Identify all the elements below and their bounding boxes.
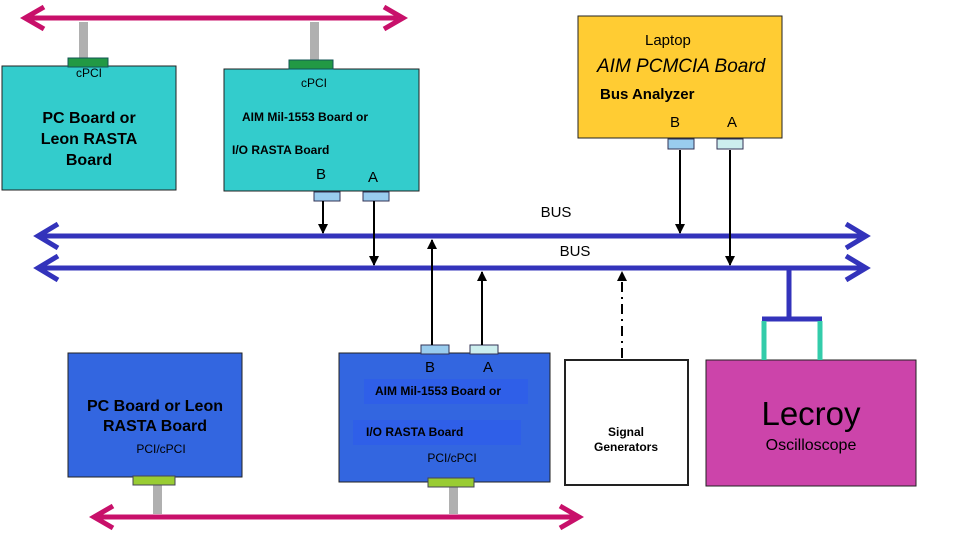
connection-arrows (318, 150, 735, 358)
pc-board-top-title-line: Leon RASTA (40, 131, 138, 148)
aim-board-bottom-connector (427, 477, 475, 488)
pc-board-top-title: PC Board or Leon RASTA Board (41, 108, 138, 171)
lecroy-box (705, 359, 917, 487)
pc-board-bottom-title-line: RASTA Board (102, 418, 207, 435)
laptop-label: Laptop (645, 32, 691, 49)
laptop-analyzer-label: Bus Analyzer (600, 86, 695, 103)
aim-board-bottom-port-a (469, 344, 499, 355)
pc-board-bottom-stem (153, 484, 162, 514)
bus-label-1: BUS (540, 204, 572, 221)
pc-board-top-box (1, 65, 177, 191)
aim-board-top-box (223, 68, 420, 192)
aim-board-top-stem (310, 22, 319, 62)
pc-board-top-title-line: Board (65, 152, 113, 169)
aim-board-bottom-connector-label: PCI/cPCI (427, 451, 477, 465)
pc-board-bottom-connector (132, 475, 176, 486)
laptop-box (577, 15, 783, 139)
bus-label-2: BUS (559, 243, 591, 260)
lecroy-title: Lecroy (761, 395, 861, 432)
top-ethernet-link (20, 4, 408, 32)
bottom-ethernet-link (89, 503, 584, 531)
aim-board-bottom-line1-band (364, 379, 528, 404)
pc-board-bottom-box (67, 352, 243, 478)
aim-board-bottom-line2: I/O RASTA Board (366, 425, 464, 439)
aim-board-top-connector-label: cPCI (300, 76, 328, 90)
laptop-port-a-label: A (727, 114, 738, 131)
pc-board-bottom-connector-label: PCI/cPCI (136, 442, 186, 456)
aim-board-top-port-b-label: B (316, 166, 327, 183)
aim-board-bottom-stem (449, 484, 458, 514)
laptop-board-label: AIM PCMCIA Board (597, 56, 766, 77)
aim-board-top-port-b (313, 191, 341, 202)
laptop-port-a (716, 138, 744, 150)
signal-generators-title: Signal Generators (594, 425, 658, 455)
bus-line-1 (33, 221, 871, 251)
aim-board-top-port-a-label: A (368, 169, 379, 186)
signal-generators-title-line: Generators (593, 440, 659, 454)
aim-board-top-port-a (362, 191, 390, 202)
lecroy-probe (761, 268, 823, 360)
aim-board-bottom-port-b (420, 344, 450, 355)
pc-board-top-title-line: PC Board or (42, 110, 136, 127)
aim-board-bottom-line1: AIM Mil-1553 Board or (375, 384, 502, 398)
bus-line-2 (33, 253, 871, 283)
aim-board-bottom-port-b-label: B (425, 359, 436, 376)
laptop-port-b (667, 138, 695, 150)
aim-board-top-connector (288, 59, 334, 70)
pc-board-top-connector (67, 57, 109, 68)
signal-generators-title-line: Signal (607, 425, 644, 439)
aim-board-bottom-line2-band (353, 420, 521, 445)
pc-board-top-connector-label: cPCI (75, 66, 103, 80)
aim-board-top-line2: I/O RASTA Board (232, 143, 330, 157)
lecroy-subtitle: Oscilloscope (765, 437, 857, 454)
signal-generators-box (564, 359, 689, 486)
pc-board-bottom-title: PC Board or Leon RASTA Board (87, 397, 223, 437)
aim-board-top-line1: AIM Mil-1553 Board or (242, 110, 369, 124)
laptop-port-b-label: B (670, 114, 681, 131)
pc-board-bottom-title-line: PC Board or Leon (86, 398, 224, 415)
aim-board-bottom-port-a-label: A (483, 359, 494, 376)
pc-board-top-stem (79, 22, 88, 60)
